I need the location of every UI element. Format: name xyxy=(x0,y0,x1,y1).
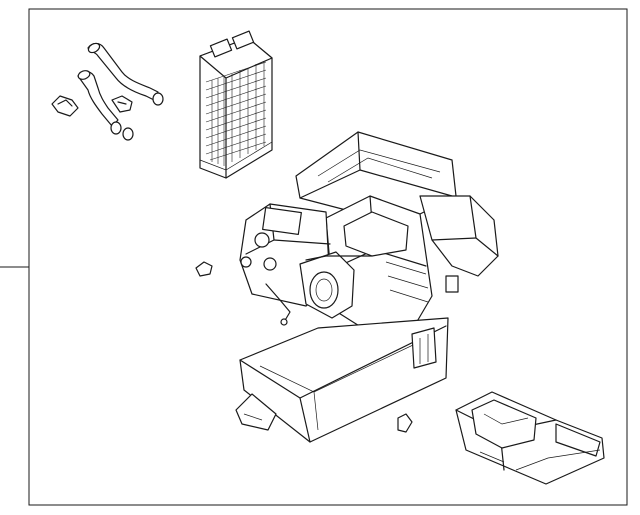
heater-core xyxy=(199,30,273,179)
heater-case-assembly xyxy=(195,131,499,335)
lower-case xyxy=(235,317,449,443)
blower-case-small xyxy=(455,391,605,485)
heater-hose-set xyxy=(51,42,164,141)
